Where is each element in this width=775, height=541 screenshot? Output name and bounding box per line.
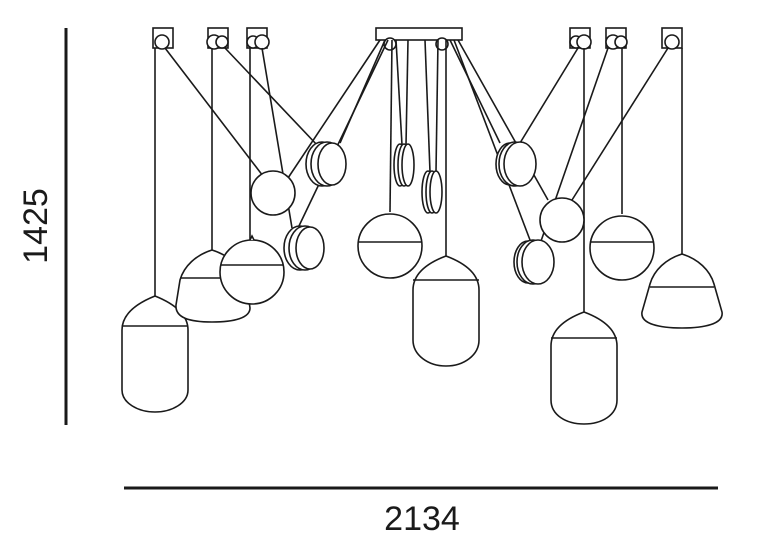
globe-lamp	[589, 215, 655, 281]
ceiling-hook	[152, 27, 174, 50]
globe-lamp	[357, 213, 423, 279]
ceiling-hook	[206, 27, 229, 50]
small-sphere-lamp	[539, 197, 585, 243]
globe-lamp	[219, 234, 285, 305]
ceiling-hook	[569, 27, 592, 50]
capsule-lamp	[550, 311, 618, 425]
ceiling-hook	[605, 27, 628, 50]
small-sphere-lamp	[250, 170, 296, 216]
ceiling-hooks	[152, 27, 683, 51]
ceiling-canopy	[375, 27, 463, 41]
counterweight-discs	[283, 141, 555, 285]
capsule-lamp	[412, 255, 480, 367]
bell-lamp	[641, 253, 723, 329]
width-dimension-label: 2134	[384, 500, 460, 538]
height-dimension-label: 1425	[17, 188, 55, 264]
counterweight	[513, 239, 555, 285]
ceiling-hook	[246, 27, 270, 50]
counterweight	[421, 170, 443, 214]
counterweight	[495, 141, 537, 187]
counterweight	[305, 141, 347, 187]
counterweight	[393, 143, 415, 187]
counterweight	[283, 225, 325, 271]
ceiling-hook	[661, 27, 683, 50]
